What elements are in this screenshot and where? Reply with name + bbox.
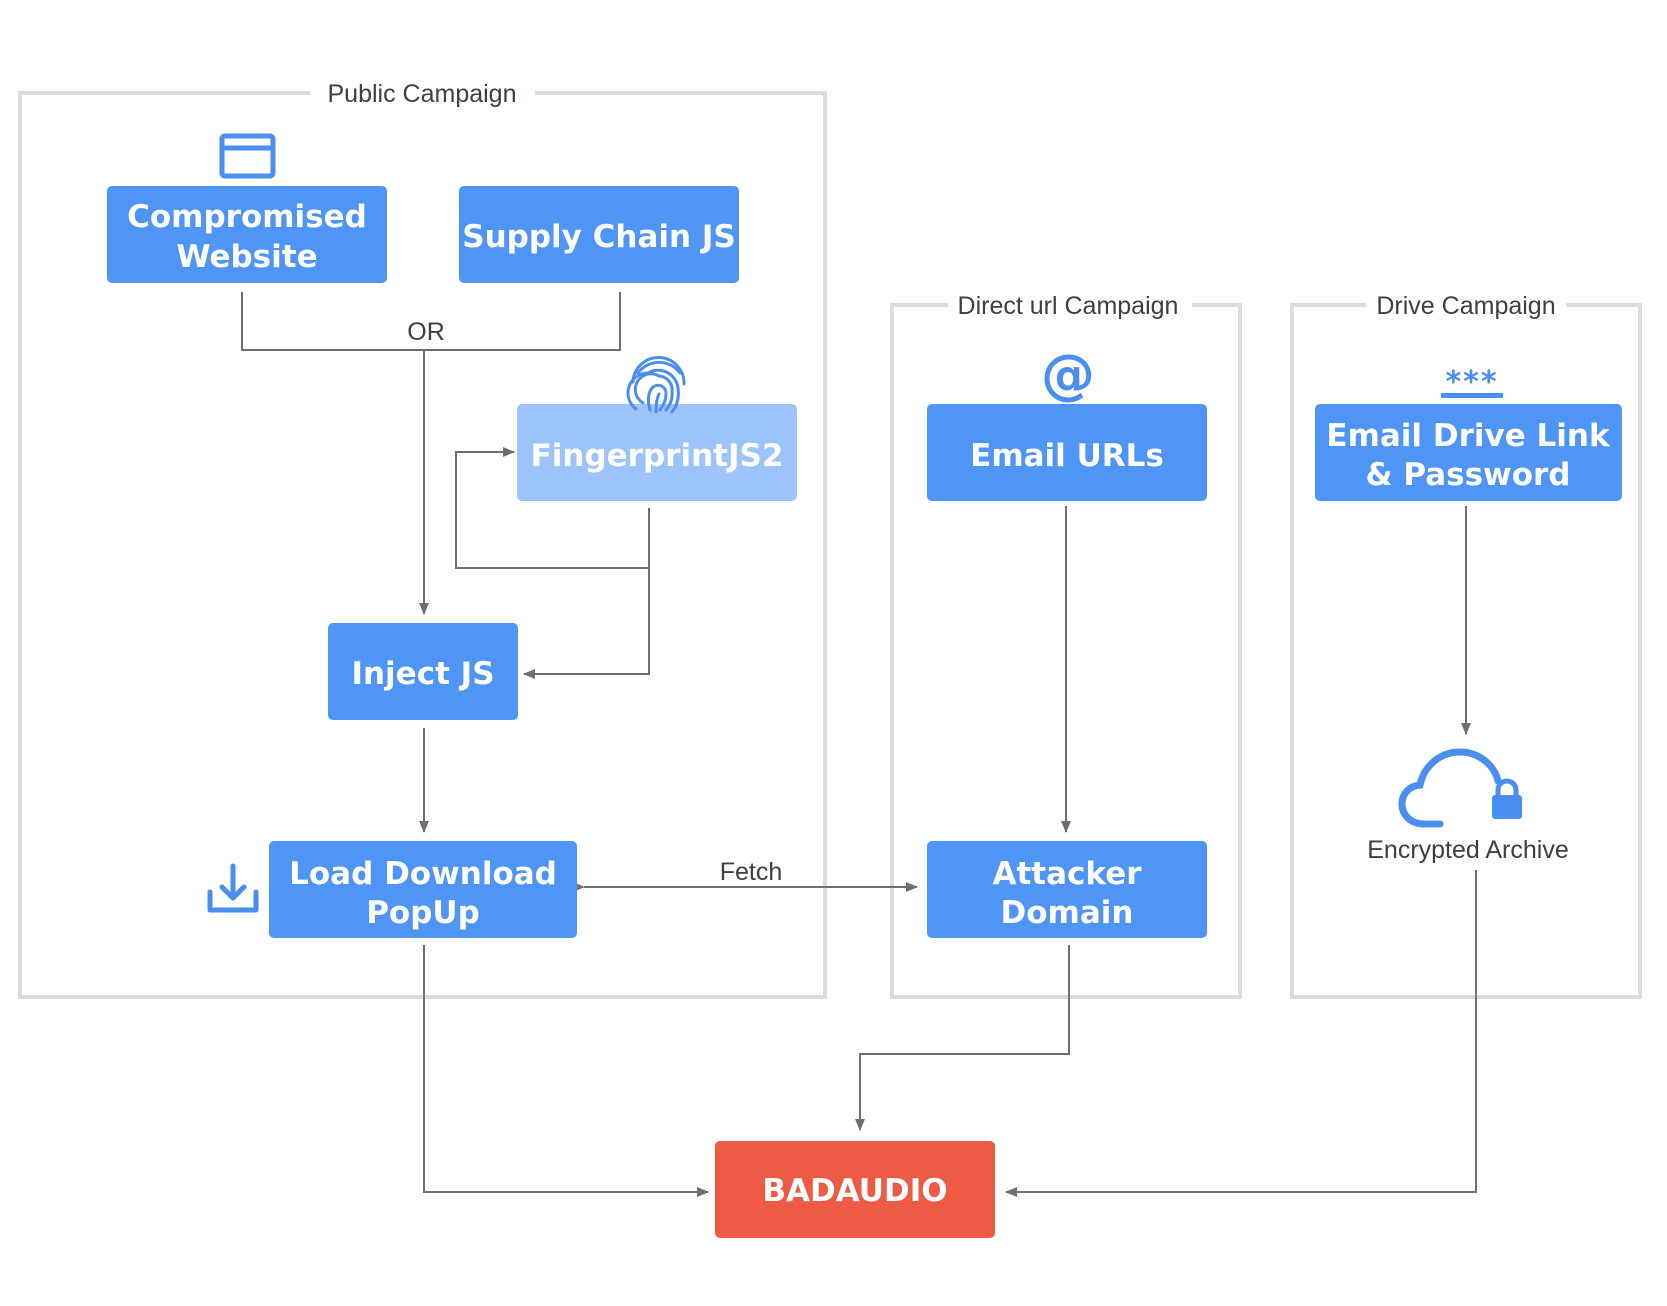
fingerprint-to-inject-arrow (523, 508, 650, 679)
load-download-popup-label-line2: PopUp (366, 895, 480, 931)
direct-url-campaign-title: Direct url Campaign (958, 292, 1179, 320)
archive-to-badaudio-arrow (1005, 870, 1477, 1197)
badaudio-node: BADAUDIO (715, 1141, 995, 1238)
compromised-website-label-line2: Website (176, 239, 317, 275)
load-download-popup-node: Load Download PopUp (269, 841, 577, 938)
email-drive-link-label-line2: & Password (1366, 457, 1571, 493)
fetch-label: Fetch (720, 858, 783, 886)
attacker-domain-label-line1: Attacker (992, 856, 1142, 892)
public-campaign-group: Public Campaign (18, 80, 827, 999)
fingerprint-feedback-arrow (455, 447, 649, 569)
email-drive-link-node: Email Drive Link & Password (1315, 404, 1622, 501)
svg-text:@: @ (1041, 343, 1095, 406)
badaudio-label: BADAUDIO (762, 1173, 947, 1209)
attacker-domain-node: Attacker Domain (927, 841, 1207, 938)
inject-js-label: Inject JS (351, 656, 494, 692)
email-drive-link-label-line1: Email Drive Link (1326, 418, 1611, 454)
fingerprint-icon (626, 356, 686, 414)
fingerprintjs2-node: FingerprintJS2 (517, 404, 797, 501)
public-campaign-title: Public Campaign (328, 80, 517, 108)
connectors: OR Fetch (241, 292, 1477, 1197)
attacker-to-badaudio-arrow (855, 945, 1070, 1131)
cloud-lock-icon (1398, 748, 1522, 828)
browser-window-icon (219, 133, 276, 179)
inject-js-node: Inject JS (328, 623, 518, 720)
compromised-to-or-line (241, 292, 621, 351)
supply-chain-js-label: Supply Chain JS (462, 219, 736, 255)
email-urls-label: Email URLs (970, 438, 1164, 474)
drive-campaign-group: Drive Campaign (1290, 292, 1642, 999)
supply-chain-js-node: Supply Chain JS (459, 186, 739, 283)
or-label: OR (407, 318, 445, 346)
password-asterisks-icon: *** (1441, 365, 1503, 400)
compromised-website-label-line1: Compromised (127, 199, 367, 235)
email-urls-node: Email URLs (927, 404, 1207, 501)
attacker-domain-label-line2: Domain (1001, 895, 1134, 931)
fingerprintjs2-label: FingerprintJS2 (531, 438, 784, 474)
compromised-website-node: Compromised Website (107, 186, 387, 283)
load-download-popup-label-line1: Load Download (289, 856, 557, 892)
direct-url-campaign-group: Direct url Campaign (890, 292, 1242, 999)
download-icon (207, 863, 259, 913)
encrypted-archive-label: Encrypted Archive (1367, 836, 1569, 864)
drive-campaign-title: Drive Campaign (1376, 292, 1555, 320)
load-to-badaudio-arrow (423, 945, 709, 1197)
at-sign-icon: @ (1041, 343, 1095, 406)
